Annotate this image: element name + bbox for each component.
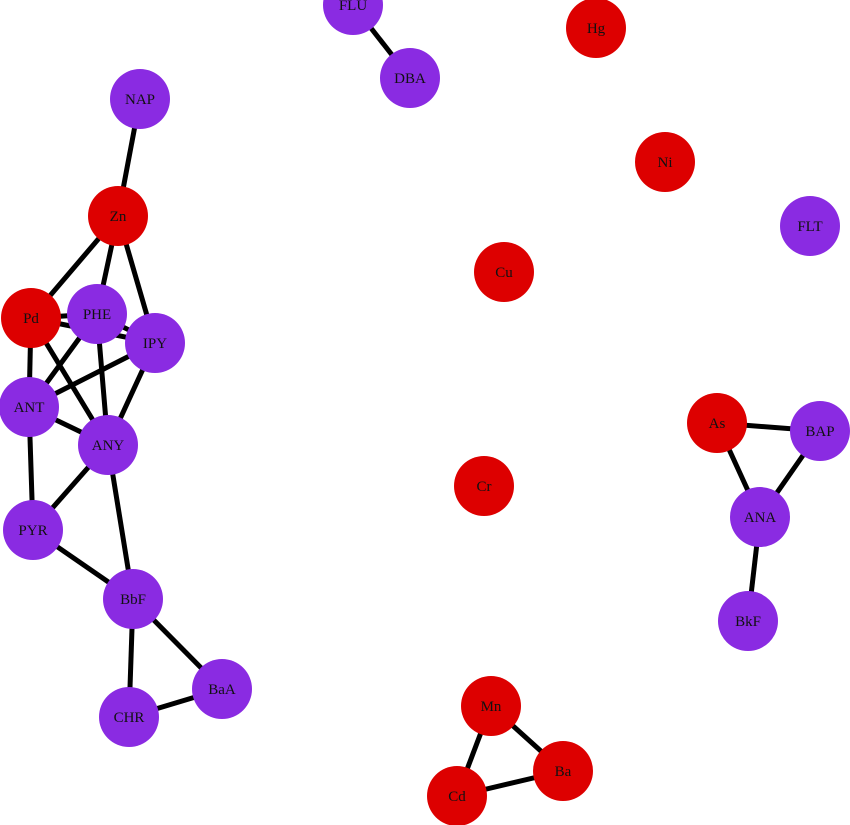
node-Cr: Cr [454,456,514,516]
node-Ni: Ni [635,132,695,192]
node-BAP: BAP [790,401,850,461]
node-Ba: Ba [533,741,593,801]
node-circle [461,676,521,736]
node-circle [454,456,514,516]
node-BbF: BbF [103,569,163,629]
node-label: Pd [23,311,39,327]
node-circle [635,132,695,192]
node-BaA: BaA [192,659,252,719]
node-As: As [687,393,747,453]
node-Hg: Hg [566,0,626,58]
node-label: PYR [18,523,47,539]
node-BkF: BkF [718,591,778,651]
node-DBA: DBA [380,48,440,108]
node-label: FLU [339,0,368,14]
node-label: BbF [120,592,146,608]
node-circle [323,0,383,35]
node-circle [566,0,626,58]
node-label: ANY [92,438,125,454]
node-circle [67,284,127,344]
node-Mn: Mn [461,676,521,736]
node-circle [99,687,159,747]
node-label: Zn [110,209,127,225]
node-label: BaA [208,682,236,698]
node-label: ANA [744,510,777,526]
node-label: BAP [805,424,834,440]
node-circle [474,242,534,302]
node-IPY: IPY [125,313,185,373]
node-circle [3,500,63,560]
node-FLU: FLU [323,0,383,35]
node-label: Hg [587,21,606,37]
node-PHE: PHE [67,284,127,344]
node-circle [427,766,487,825]
node-Cu: Cu [474,242,534,302]
node-circle [103,569,163,629]
node-label: IPY [143,336,167,352]
node-label: PHE [83,307,111,323]
node-circle [780,196,840,256]
node-Pd: Pd [1,288,61,348]
node-label: Cu [495,265,513,281]
node-label: Cd [448,789,466,805]
node-Cd: Cd [427,766,487,825]
node-circle [533,741,593,801]
node-label: Ni [658,155,673,171]
node-ANA: ANA [730,487,790,547]
node-label: Mn [481,699,502,715]
node-FLT: FLT [780,196,840,256]
node-circle [790,401,850,461]
node-circle [125,313,185,373]
node-NAP: NAP [110,69,170,129]
node-circle [380,48,440,108]
node-label: CHR [114,710,145,726]
node-label: ANT [14,400,45,416]
node-circle [192,659,252,719]
node-label: Cr [477,479,492,495]
node-circle [687,393,747,453]
node-circle [78,415,138,475]
node-ANY: ANY [78,415,138,475]
node-circle [718,591,778,651]
node-circle [88,186,148,246]
node-circle [730,487,790,547]
node-circle [0,377,59,437]
node-CHR: CHR [99,687,159,747]
node-circle [1,288,61,348]
node-label: NAP [125,92,155,108]
node-ANT: ANT [0,377,59,437]
node-label: FLT [797,219,822,235]
node-label: Ba [555,764,572,780]
node-Zn: Zn [88,186,148,246]
node-PYR: PYR [3,500,63,560]
node-circle [110,69,170,129]
node-label: BkF [735,614,761,630]
node-label: As [709,416,726,432]
node-label: DBA [394,71,426,87]
